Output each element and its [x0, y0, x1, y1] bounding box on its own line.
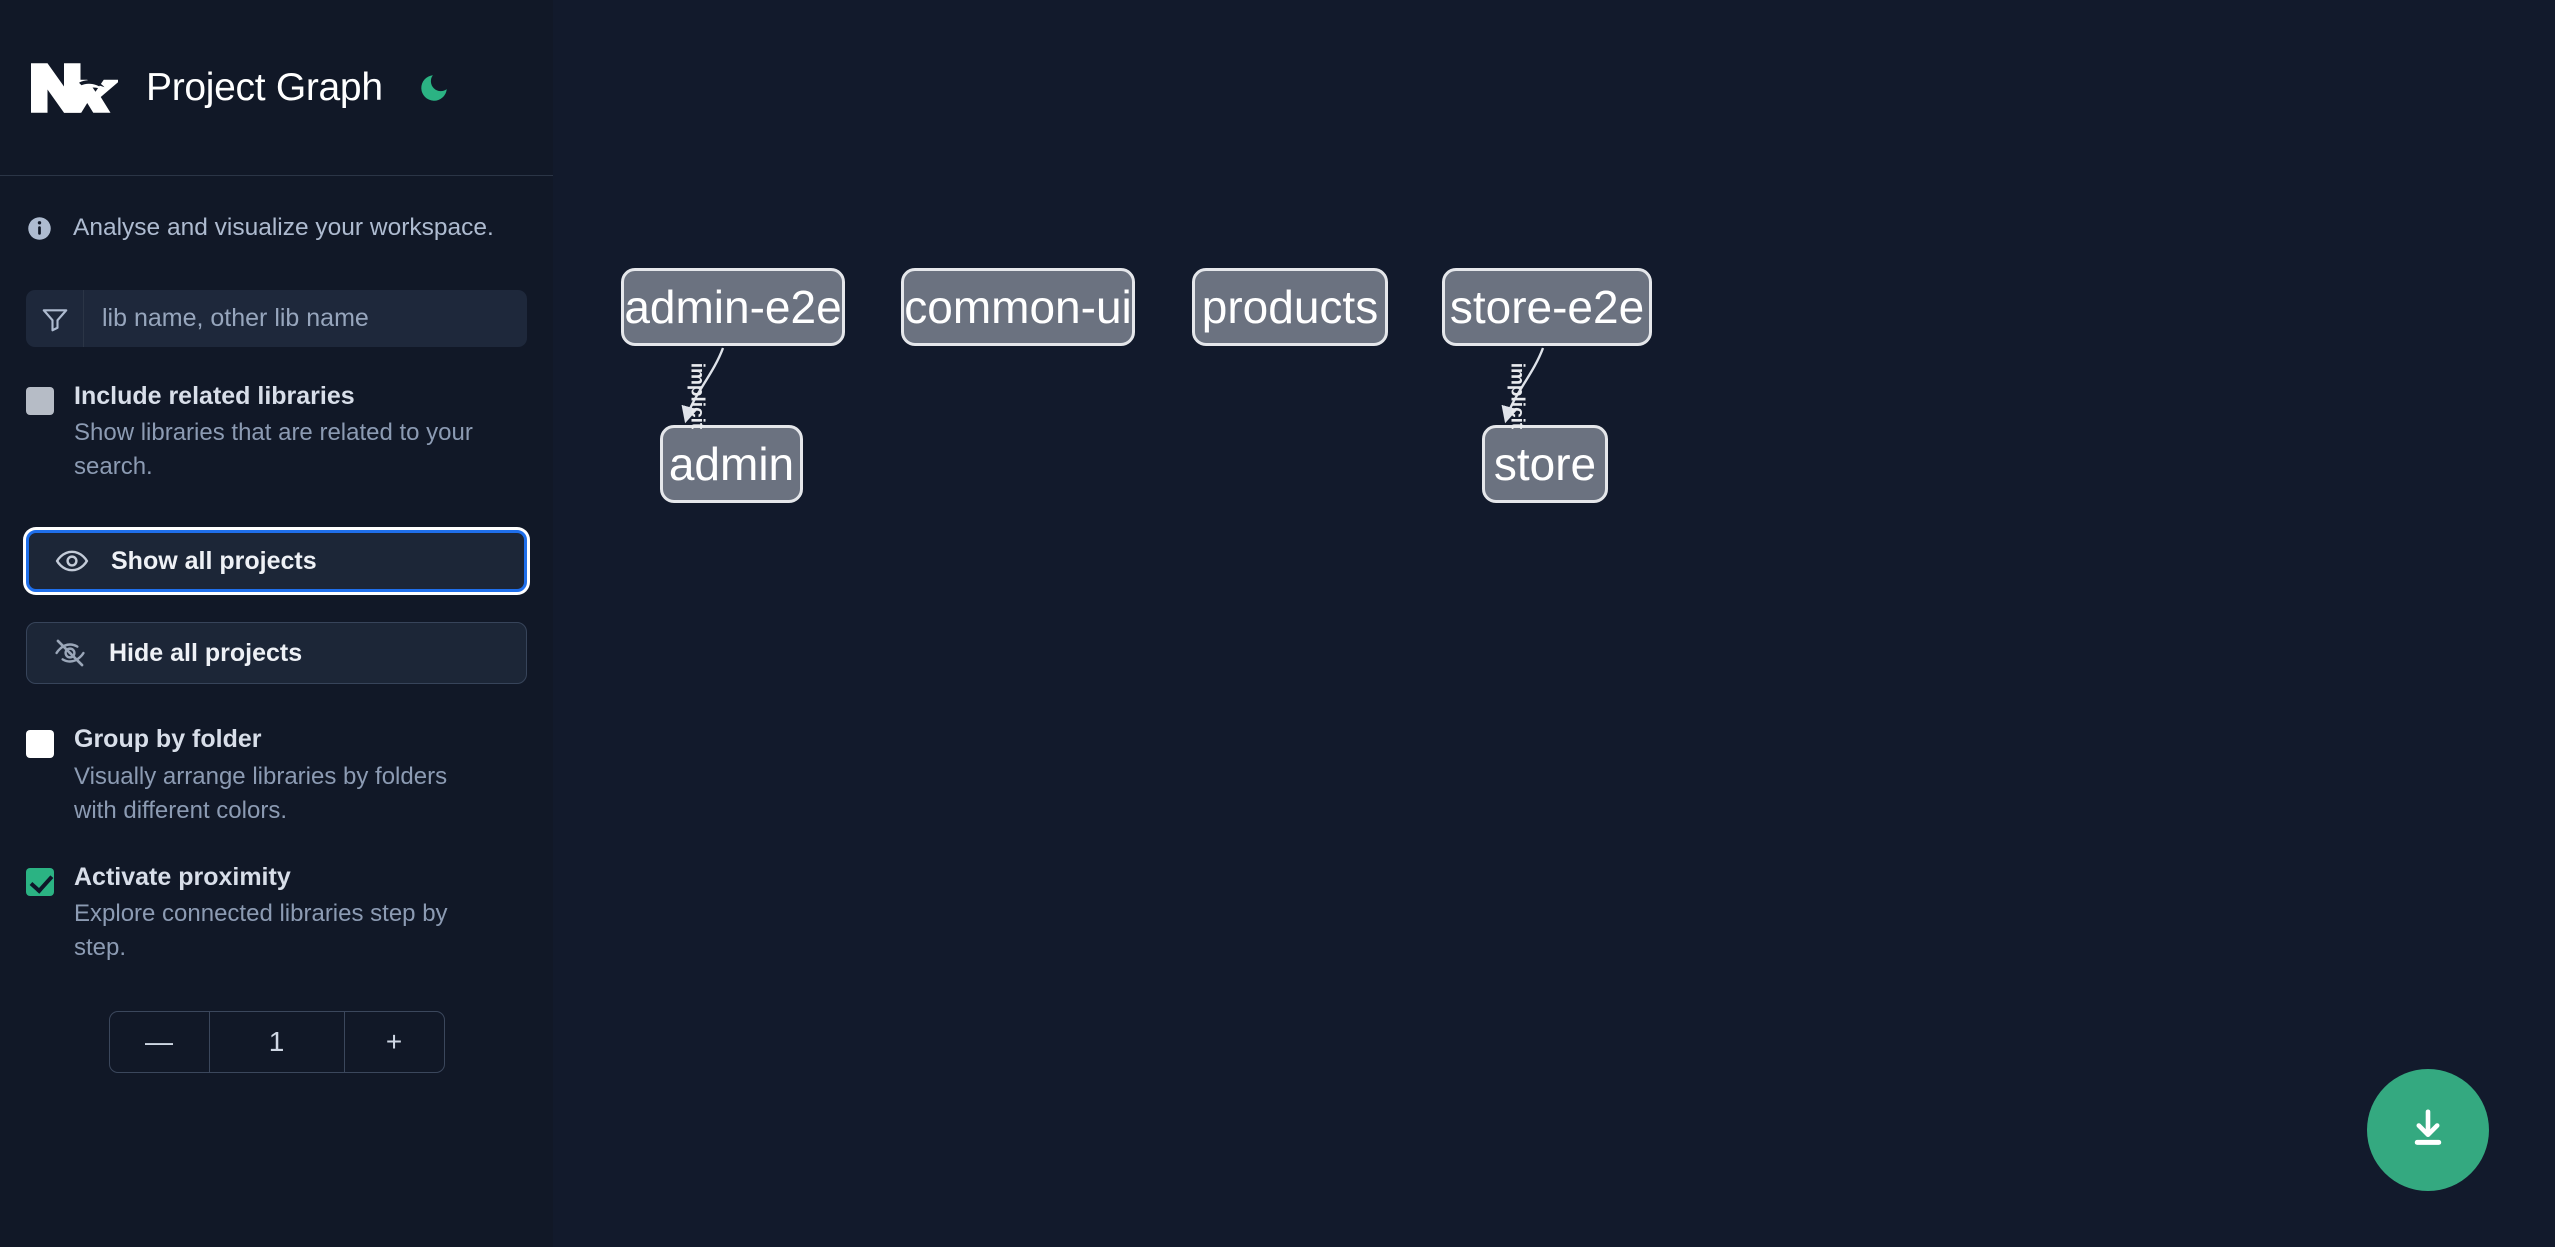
- graph-node-label: admin: [668, 438, 795, 490]
- option-description: Explore connected libraries step by step…: [74, 900, 448, 962]
- show-all-projects-label: Show all projects: [111, 546, 317, 575]
- workspace-info: Analyse and visualize your workspace.: [0, 176, 553, 242]
- proximity-increment-button[interactable]: +: [343, 1012, 444, 1073]
- checkbox-include-related-libraries[interactable]: [26, 387, 54, 415]
- proximity-value: 1: [268, 1026, 285, 1058]
- proximity-stepper: — 1 +: [108, 1011, 445, 1074]
- option-description: Visually arrange libraries by folders wi…: [74, 762, 448, 824]
- graph-node-store[interactable]: store: [1482, 425, 1608, 503]
- option-title: Include related libraries: [74, 382, 355, 410]
- search-field-wrapper: [26, 290, 527, 347]
- filter-funnel-icon[interactable]: [26, 290, 84, 347]
- graph-node-store-e2e[interactable]: store-e2e: [1442, 268, 1652, 346]
- graph-node-common-ui[interactable]: common-ui: [901, 268, 1135, 346]
- graph-node-admin[interactable]: admin: [660, 425, 803, 503]
- checkbox-activate-proximity[interactable]: [26, 867, 54, 896]
- sidebar-header: Project Graph: [0, 0, 553, 176]
- graph-node-label: products: [1201, 281, 1379, 333]
- download-icon: [2405, 1106, 2451, 1155]
- nx-logo-icon: [28, 57, 121, 119]
- option-title: Activate proximity: [74, 862, 291, 891]
- show-all-projects-button[interactable]: Show all projects: [26, 530, 527, 593]
- graph-node-admin-e2e[interactable]: admin-e2e: [621, 268, 845, 346]
- info-icon: [26, 215, 53, 242]
- graph-edge-label-admin: implicit: [686, 362, 708, 430]
- option-include-related-libraries[interactable]: Include related libraries Show libraries…: [26, 381, 527, 484]
- option-group-by-folder[interactable]: Group by folder Visually arrange librari…: [26, 724, 527, 827]
- graph-canvas[interactable]: admin-e2e common-ui products store-e2e a…: [553, 0, 2555, 1247]
- hide-all-projects-label: Hide all projects: [109, 638, 303, 667]
- workspace-info-text: Analyse and visualize your workspace.: [73, 214, 494, 241]
- graph-node-label: admin-e2e: [624, 281, 842, 333]
- search-input[interactable]: [84, 290, 527, 347]
- eye-icon: [55, 544, 89, 578]
- graph-node-label: store-e2e: [1449, 281, 1645, 333]
- graph-edges: [681, 347, 1545, 424]
- graph-node-label: common-ui: [904, 281, 1132, 333]
- hide-all-projects-button[interactable]: Hide all projects: [26, 622, 527, 685]
- checkbox-group-by-folder[interactable]: [26, 730, 54, 759]
- option-title: Group by folder: [74, 725, 262, 754]
- page-title: Project Graph: [146, 65, 383, 109]
- option-description: Show libraries that are related to your …: [74, 419, 473, 481]
- download-image-button[interactable]: [2367, 1069, 2489, 1191]
- graph-edge-label-store: implicit: [1506, 362, 1528, 430]
- moon-icon[interactable]: [413, 67, 455, 109]
- eye-off-icon: [53, 636, 87, 670]
- proximity-decrement-button[interactable]: —: [110, 1012, 210, 1073]
- graph-node-label: store: [1493, 438, 1597, 490]
- graph-node-products[interactable]: products: [1192, 268, 1388, 346]
- sidebar-body: Include related libraries Show libraries…: [0, 290, 553, 1074]
- sidebar: Project Graph Analyse and visualize your…: [0, 0, 553, 1247]
- option-activate-proximity[interactable]: Activate proximity Explore connected lib…: [26, 862, 527, 965]
